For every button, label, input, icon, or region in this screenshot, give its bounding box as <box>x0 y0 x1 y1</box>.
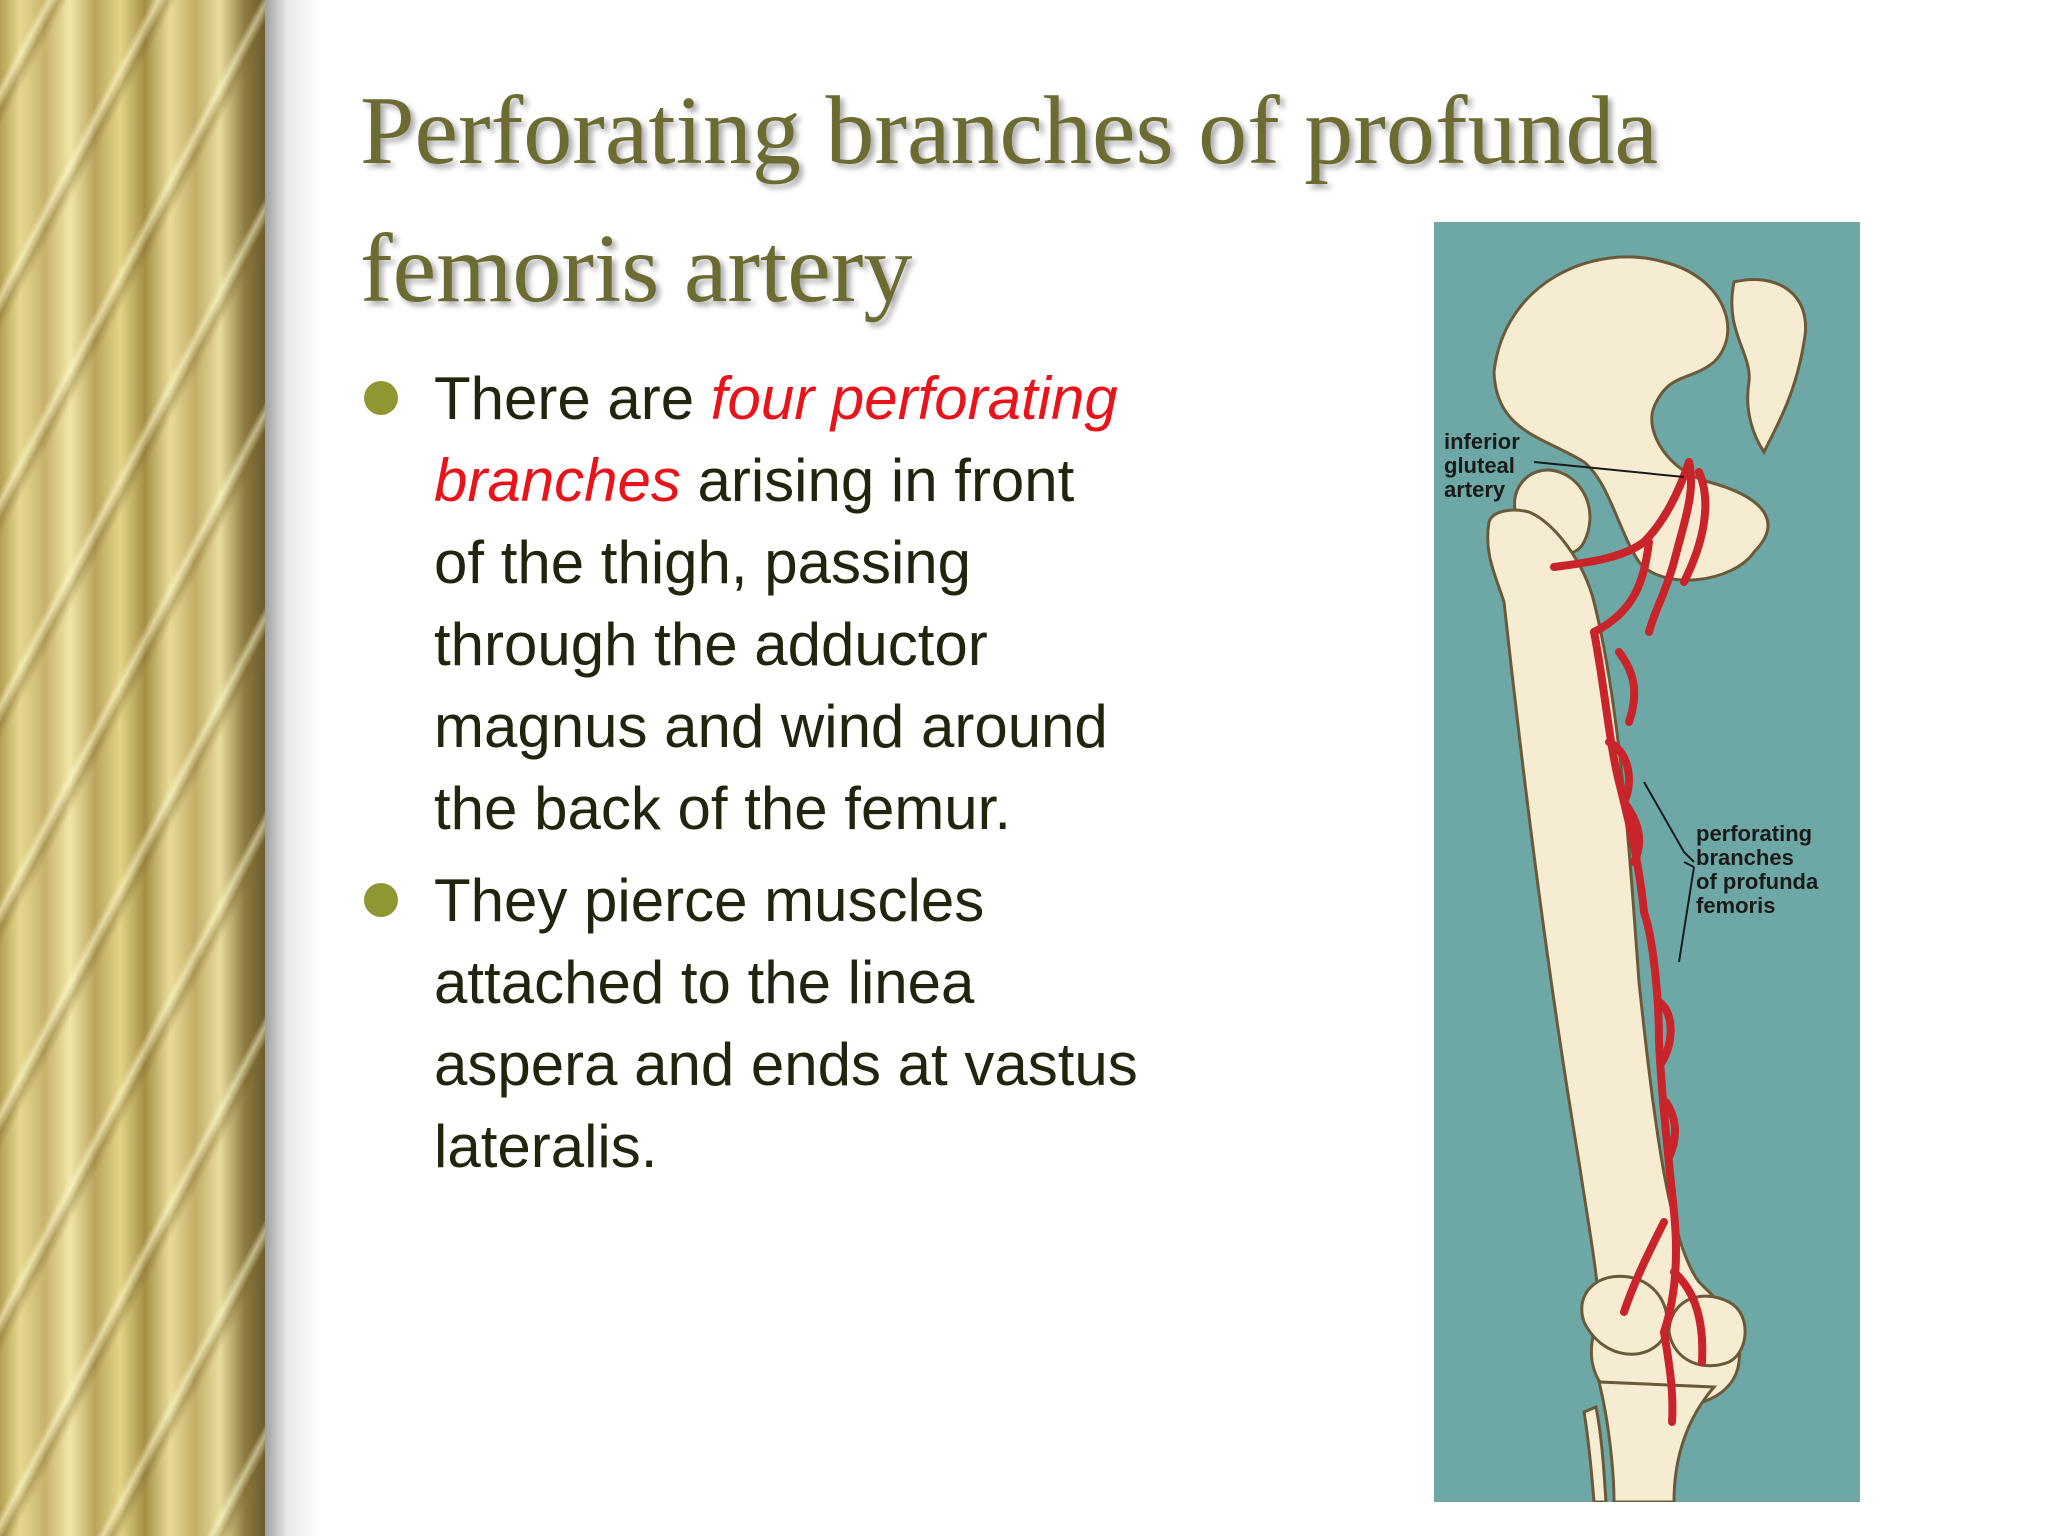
sacrum-bone <box>1730 278 1807 455</box>
femur-artery-illustration: inferior gluteal artery perforating bran… <box>1434 222 1860 1502</box>
bullet-list: There are four perforating branches aris… <box>360 358 1140 1198</box>
slide-title: Perforating branches of profunda femoris… <box>360 77 1659 323</box>
bullet-dot-icon <box>364 883 398 917</box>
leader-lines <box>1533 461 1695 963</box>
fibula-bone <box>1582 1404 1608 1502</box>
artery-network <box>1550 458 1710 1426</box>
bullet-text-continued: arising in front of the thigh, passing t… <box>434 447 1108 842</box>
label-inferior-gluteal-artery: inferior gluteal artery <box>1444 429 1520 502</box>
decorative-side-panel <box>0 0 265 1536</box>
femur-drawing <box>1486 255 1807 1502</box>
tibia-bone <box>1597 1380 1718 1502</box>
side-panel-shadow <box>265 0 320 1536</box>
bullet-item: There are four perforating branches aris… <box>360 358 1140 850</box>
bullet-text: There are <box>434 365 711 432</box>
bullet-dot-icon <box>364 381 398 415</box>
bullet-text: They pierce muscles attached to the line… <box>434 867 1138 1180</box>
bullet-item: They pierce muscles attached to the line… <box>360 860 1140 1188</box>
bullet-highlight: four perforating branches <box>434 365 1118 514</box>
label-perforating-branches: perforating branches of profunda femoris <box>1696 821 1819 918</box>
pelvis-bone <box>1492 255 1770 582</box>
femur-shaft <box>1486 508 1742 1410</box>
